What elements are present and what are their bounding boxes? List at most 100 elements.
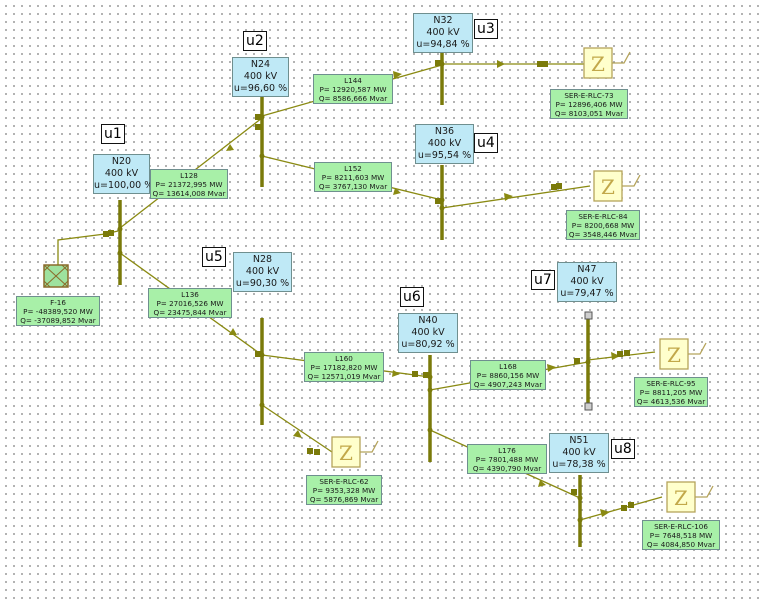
node-id: N24 — [250, 59, 271, 70]
load-icon-73 — [583, 47, 631, 79]
load-id: SER-E-RLC-73 — [564, 91, 614, 100]
load-p: P= 8200,668 MW — [571, 221, 635, 230]
line-id: L128 — [180, 171, 198, 180]
load-q: Q= 4084,850 Mvar — [646, 540, 716, 549]
load-id: SER-E-RLC-106 — [654, 522, 708, 531]
node-n24[interactable]: N24 400 kV u=96,60 % — [232, 57, 289, 97]
load-label-95[interactable]: SER-E-RLC-95 P= 8811,205 MW Q= 4613,536 … — [634, 377, 708, 407]
tag-u5: u5 — [202, 247, 226, 267]
line-label-l176[interactable]: L176 P= 7801,488 MW Q= 4390,790 Mvar — [467, 444, 547, 474]
line-id: L144 — [344, 76, 362, 85]
line-q: Q= 12571,019 Mvar — [307, 372, 381, 381]
node-u: u=96,60 % — [233, 83, 288, 94]
load-q: Q= 5876,869 Mvar — [309, 495, 379, 504]
line-p: P= 8211,603 MW — [321, 173, 385, 182]
node-id: N28 — [252, 254, 273, 265]
tag-u7: u7 — [531, 270, 555, 290]
node-voltage: 400 kV — [243, 71, 278, 82]
wire-n36-load84 — [441, 185, 591, 209]
node-n47[interactable]: N47 400 kV u=79,47 % — [557, 262, 617, 302]
line-id: L160 — [335, 354, 353, 363]
tag-u8: u8 — [611, 439, 635, 459]
line-p: P= 21372,995 MW — [155, 180, 223, 189]
arrow-l168 — [547, 364, 556, 372]
load-q: Q= 4613,536 Mvar — [636, 397, 706, 406]
line-label-l128[interactable]: L128 P= 21372,995 MW Q= 13614,008 Mvar — [150, 169, 228, 199]
arrow-n47-load — [611, 352, 620, 360]
load-label-73[interactable]: SER-E-RLC-73 P= 12896,406 MW Q= 8103,051… — [550, 89, 628, 119]
node-voltage: 400 kV — [411, 327, 445, 338]
arrow-n28-load — [293, 430, 302, 438]
node-id: N20 — [111, 156, 132, 167]
node-u: u=95,54 % — [417, 150, 472, 161]
line-id: L152 — [344, 164, 362, 173]
arrow-l152 — [393, 188, 401, 195]
line-label-l152[interactable]: L152 P= 8211,603 MW Q= 3767,130 Mvar — [314, 162, 392, 192]
node-voltage: 400 kV — [245, 266, 280, 277]
load-label-62[interactable]: SER-E-RLC-62 P= 9353,328 MW Q= 5876,869 … — [306, 475, 382, 505]
line-q: Q= 13614,008 Mvar — [152, 189, 226, 198]
node-n32[interactable]: N32 400 kV u=94,84 % — [413, 13, 473, 53]
node-n36[interactable]: N36 400 kV u=95,54 % — [415, 124, 474, 164]
node-id: N51 — [569, 435, 589, 446]
arrow-l136 — [229, 328, 237, 335]
tag-u3: u3 — [474, 19, 498, 39]
node-id: N40 — [418, 315, 438, 326]
node-voltage: 400 kV — [426, 27, 460, 38]
load-q: Q= 8103,051 Mvar — [554, 109, 624, 118]
wire-n28-load62 — [261, 404, 333, 453]
load-symbol-95: Z — [667, 343, 681, 367]
line-q: Q= 23475,844 Mvar — [153, 308, 227, 317]
arrow-n36-load — [504, 193, 513, 201]
line-id: L168 — [499, 362, 517, 371]
arrow-l160 — [392, 370, 400, 377]
node-u: u=80,92 % — [401, 339, 455, 350]
load-p: P= 12896,406 MW — [555, 100, 623, 109]
generator-icon — [43, 264, 69, 288]
load-id: SER-E-RLC-95 — [646, 379, 696, 388]
load-p: P= 9353,328 MW — [312, 486, 376, 495]
tag-u6: u6 — [400, 287, 424, 307]
line-p: P= 8860,156 MW — [476, 371, 540, 380]
load-symbol-62: Z — [339, 441, 353, 465]
node-voltage: 400 kV — [570, 276, 604, 287]
load-p: P= 7648,518 MW — [649, 531, 713, 540]
node-voltage: 400 kV — [427, 138, 462, 149]
node-n51[interactable]: N51 400 kV u=78,38 % — [549, 433, 609, 473]
generator-id: F-16 — [50, 298, 66, 307]
load-label-106[interactable]: SER-E-RLC-106 P= 7648,518 MW Q= 4084,850… — [642, 520, 720, 550]
load-id: SER-E-RLC-84 — [578, 212, 628, 221]
line-id: L176 — [498, 446, 516, 455]
node-n40[interactable]: N40 400 kV u=80,92 % — [398, 313, 458, 353]
load-label-84[interactable]: SER-E-RLC-84 P= 8200,668 MW Q= 3548,446 … — [566, 210, 640, 240]
line-p: P= 12920,587 MW — [319, 85, 387, 94]
node-u: u=100,00 % — [94, 180, 154, 191]
load-icon-84 — [593, 170, 641, 202]
node-n28[interactable]: N28 400 kV u=90,30 % — [233, 252, 292, 292]
line-label-l144[interactable]: L144 P= 12920,587 MW Q= 8586,666 Mvar — [313, 74, 393, 104]
generator-p: P= -48389,520 MW — [23, 307, 93, 316]
node-voltage: 400 kV — [562, 447, 596, 458]
node-n20[interactable]: N20 400 kV u=100,00 % — [93, 154, 154, 194]
line-id: L136 — [181, 290, 199, 299]
tag-u1: u1 — [101, 124, 125, 144]
line-p: P= 7801,488 MW — [475, 455, 539, 464]
arrow-l176 — [538, 480, 546, 487]
load-symbol-73: Z — [591, 52, 605, 76]
line-label-l136[interactable]: L136 P= 27016,526 MW Q= 23475,844 Mvar — [148, 288, 232, 318]
line-label-l168[interactable]: L168 P= 8860,156 MW Q= 4907,243 Mvar — [470, 360, 546, 390]
arrow-l144 — [393, 71, 402, 79]
node-id: N32 — [433, 15, 453, 26]
node-voltage: 400 kV — [104, 168, 139, 179]
load-p: P= 8811,205 MW — [639, 388, 703, 397]
line-q: Q= 4390,790 Mvar — [472, 464, 542, 473]
load-symbol-84: Z — [601, 175, 615, 199]
generator-label[interactable]: F-16 P= -48389,520 MW Q= -37089,852 Mvar — [16, 296, 100, 326]
line-label-l160[interactable]: L160 P= 17182,820 MW Q= 12571,019 Mvar — [304, 352, 384, 382]
line-p: P= 27016,526 MW — [156, 299, 224, 308]
node-id: N47 — [577, 264, 597, 275]
line-q: Q= 8586,666 Mvar — [318, 94, 388, 103]
tag-u4: u4 — [474, 133, 498, 153]
load-q: Q= 3548,446 Mvar — [568, 230, 638, 239]
node-u: u=79,47 % — [560, 288, 614, 299]
